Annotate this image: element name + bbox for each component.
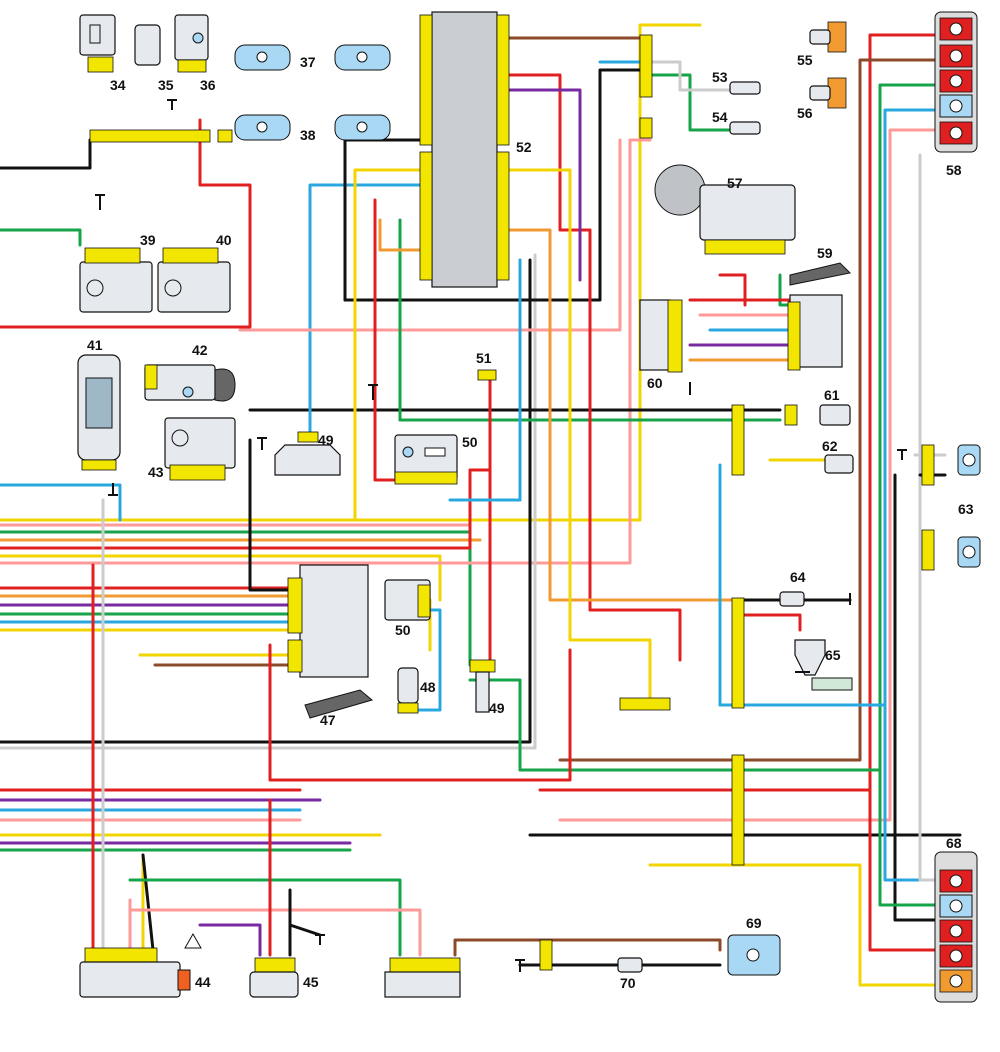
label-51: 49 [318, 432, 334, 448]
label-67: 65 [825, 647, 841, 663]
label-58: 56 [797, 105, 813, 121]
relay-62: 60 [639, 299, 683, 391]
connector-bottom [384, 957, 461, 998]
lever-47: 47 [304, 689, 374, 728]
connector-55-56 [639, 34, 653, 139]
lamps-65: 63 [957, 444, 981, 568]
switch-36: 36 [174, 14, 216, 93]
label-34: 34 [110, 77, 126, 93]
lamps-38: 38 [234, 114, 391, 143]
lamp-69: 69 [727, 915, 781, 976]
switch-40: 40 [157, 232, 232, 313]
label-38: 38 [300, 127, 316, 143]
label-48: 48 [420, 679, 436, 695]
sensor-58: 56 [797, 77, 847, 121]
label-69: 69 [746, 915, 762, 931]
switch-43: 43 [148, 417, 236, 481]
sensor-57: 55 [797, 21, 847, 68]
label-40: 40 [216, 232, 232, 248]
ignition-switch-block [287, 564, 369, 678]
radio-41: 41 [77, 337, 121, 471]
label-70: 70 [620, 975, 636, 991]
sensor-49: 54 49 [469, 659, 505, 716]
label-35: 35 [158, 77, 174, 93]
lamps-37: 37 [234, 44, 391, 71]
rear-lamp-60: 58 [934, 11, 978, 178]
label-60: 58 [946, 162, 962, 178]
sensor-67: 65 [794, 639, 853, 691]
label-61: 59 [817, 245, 833, 261]
switch-66: 64 [779, 569, 806, 607]
label-56: 54 [712, 109, 728, 125]
sensor-56: 54 [712, 109, 761, 135]
wire-harness [0, 23, 962, 987]
label-66: 64 [790, 569, 806, 585]
wiper-motor-59: 57 [654, 164, 796, 255]
sensor-64: 62 [822, 438, 854, 474]
sensor-63: 61 [819, 387, 851, 426]
sensor-48: 48 [397, 667, 436, 714]
label-62: 60 [647, 375, 663, 391]
label-44: 44 [195, 974, 211, 990]
switch-block-62 [787, 294, 843, 371]
label-37: 37 [300, 54, 316, 70]
label-52: 50 [462, 434, 478, 450]
label-55: 53 [712, 69, 728, 85]
label-45: 45 [303, 974, 319, 990]
label-53: 51 [476, 350, 492, 366]
resistor-35: 35 [134, 24, 174, 93]
label-39: 39 [140, 232, 156, 248]
label-50-text: 50 [395, 622, 411, 638]
switch-50: 49 50 [384, 579, 431, 638]
motor-51: 49 [274, 431, 341, 476]
label-68: 68 [946, 835, 962, 851]
label-42: 42 [192, 342, 208, 358]
sensor-52: 50 [394, 434, 478, 485]
label-36: 36 [200, 77, 216, 93]
label-57: 55 [797, 52, 813, 68]
sensor-55: 53 [712, 69, 761, 95]
label-64: 62 [822, 438, 838, 454]
connector-53: 51 [476, 350, 497, 381]
switch-70: 70 [617, 957, 643, 991]
instrument-cluster-54: 52 [419, 11, 532, 288]
rear-lamp-68: 68 [934, 835, 978, 1003]
lighter-42: 42 [144, 342, 236, 402]
harness-connectors [89, 129, 935, 971]
label-49-text: 49 [489, 700, 505, 716]
label-47: 47 [320, 712, 336, 728]
label-41: 41 [87, 337, 103, 353]
relay-34: 34 [79, 14, 126, 93]
label-43: 43 [148, 464, 164, 480]
hazard-switch-44: 44 [79, 932, 211, 998]
label-63: 61 [824, 387, 840, 403]
ground-symbols [95, 99, 907, 972]
label-59: 57 [727, 175, 743, 191]
switch-39: 39 [79, 232, 156, 313]
label-54: 52 [516, 139, 532, 155]
label-65: 63 [958, 501, 974, 517]
switch-45: 45 [249, 957, 319, 998]
switch-61: 59 [789, 245, 852, 286]
